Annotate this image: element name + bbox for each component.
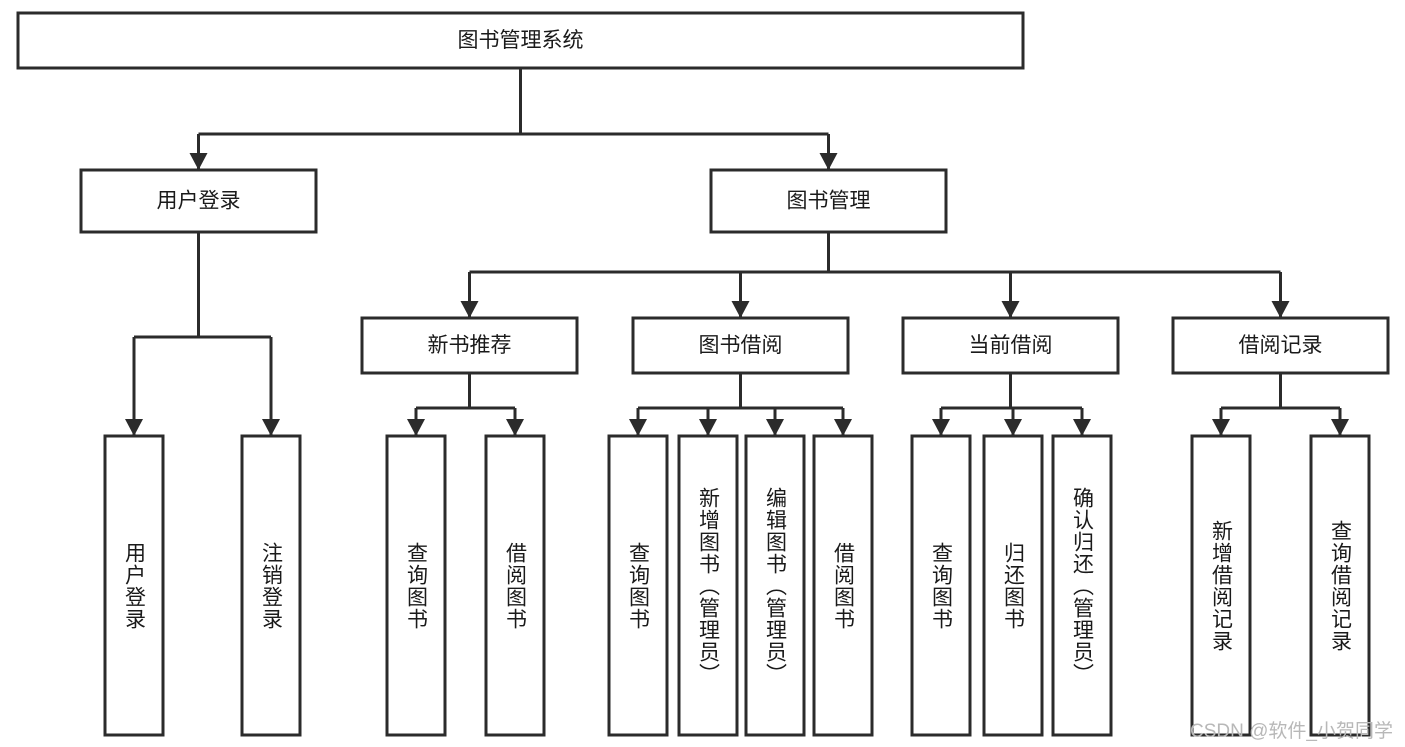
node-label: 新书推荐 [428, 334, 512, 357]
node-box-leaf-user-logout[interactable] [240, 434, 302, 737]
edge-group-current-borrow [932, 373, 1091, 436]
arrow-head-icon [932, 419, 950, 436]
node-label: 用户登录 [157, 190, 241, 213]
node-box-leaf-borrow-query[interactable] [607, 434, 669, 737]
node-outline [103, 434, 165, 737]
node-outline [360, 316, 579, 375]
node-box-borrow-record[interactable]: 借阅记录 [1171, 316, 1390, 375]
node-box-leaf-cur-confirm[interactable] [1051, 434, 1113, 737]
node-box-leaf-cur-query[interactable] [910, 434, 972, 737]
edge-group-book-borrow [629, 373, 852, 436]
node-label: 当前借阅 [969, 334, 1053, 357]
node-outline [901, 316, 1120, 375]
node-box-current-borrow[interactable]: 当前借阅 [901, 316, 1120, 375]
node-outline [1051, 434, 1113, 737]
node-box-book-borrow[interactable]: 图书借阅 [631, 316, 850, 375]
node-box-leaf-borrow-lend[interactable] [812, 434, 874, 737]
node-outline [1309, 434, 1371, 737]
node-outline [240, 434, 302, 737]
node-box-leaf-borrow-edit[interactable] [744, 434, 806, 737]
node-outline [910, 434, 972, 737]
arrow-head-icon [125, 419, 143, 436]
node-outline [677, 434, 739, 737]
edge-group-borrow-record [1212, 373, 1349, 436]
arrow-head-icon [1001, 301, 1020, 318]
node-box-new-book-rec[interactable]: 新书推荐 [360, 316, 579, 375]
node-outline [484, 434, 546, 737]
node-box-leaf-cur-return[interactable] [982, 434, 1044, 737]
edge-group-user-login [125, 232, 280, 436]
arrow-head-icon [731, 301, 750, 318]
edge-group-root [189, 68, 838, 170]
node-label: 图书借阅 [699, 334, 783, 357]
node-outline [744, 434, 806, 737]
arrow-head-icon [262, 419, 280, 436]
arrow-head-icon [1004, 419, 1022, 436]
node-box-leaf-borrow-add[interactable] [677, 434, 739, 737]
node-outline [812, 434, 874, 737]
arrow-head-icon [766, 419, 784, 436]
node-box-leaf-rec-search[interactable] [1309, 434, 1371, 737]
arrow-head-icon [506, 419, 524, 436]
arrow-head-icon [834, 419, 852, 436]
node-outline [982, 434, 1044, 737]
arrow-head-icon [699, 419, 717, 436]
edges-layer [125, 68, 1349, 436]
edge-group-book-admin [460, 232, 1290, 318]
node-outline [385, 434, 447, 737]
arrow-head-icon [629, 419, 647, 436]
arrow-head-icon [819, 153, 838, 170]
arrow-head-icon [407, 419, 425, 436]
node-box-leaf-user-login[interactable] [103, 434, 165, 737]
arrow-head-icon [1212, 419, 1230, 436]
node-box-leaf-rec-add[interactable] [1190, 434, 1252, 737]
node-outline [1171, 316, 1390, 375]
edge-group-new-book-rec [407, 373, 524, 436]
node-label: 图书管理系统 [458, 29, 584, 52]
arrow-head-icon [189, 153, 208, 170]
node-outline [607, 434, 669, 737]
arrow-head-icon [460, 301, 479, 318]
node-box-root[interactable]: 图书管理系统 [16, 11, 1025, 70]
node-label: 借阅记录 [1239, 334, 1323, 357]
node-box-user-login[interactable]: 用户登录 [79, 168, 318, 234]
node-box-book-admin[interactable]: 图书管理 [709, 168, 948, 234]
node-box-leaf-rec-borrow[interactable] [484, 434, 546, 737]
node-outline [16, 11, 1025, 70]
arrow-head-icon [1271, 301, 1290, 318]
watermark-text: CSDN @软件_小贺同学 [1190, 721, 1393, 742]
arrow-head-icon [1073, 419, 1091, 436]
node-label: 图书管理 [787, 190, 871, 213]
node-outline [79, 168, 318, 234]
node-outline [631, 316, 850, 375]
node-outline [1190, 434, 1252, 737]
node-box-leaf-rec-query[interactable] [385, 434, 447, 737]
arrow-head-icon [1331, 419, 1349, 436]
node-outline [709, 168, 948, 234]
